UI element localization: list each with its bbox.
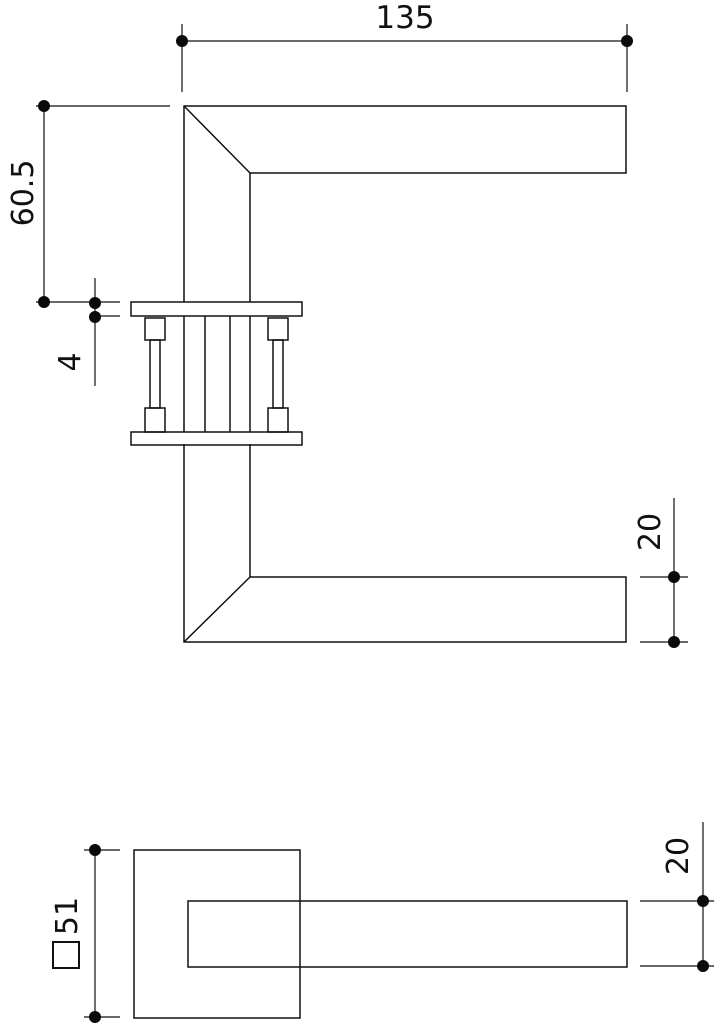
dim-605-dot-top: [38, 100, 50, 112]
dim-20a-dot-top: [668, 571, 680, 583]
dimension-rose-size: [84, 849, 120, 1018]
upper-lever-outline: [183, 105, 627, 302]
dim-20a-dot-bottom: [668, 636, 680, 648]
lower-lever: [183, 444, 627, 643]
left-post: [149, 339, 161, 409]
right-post: [272, 339, 284, 409]
right-post-cap-top: [267, 317, 289, 341]
dim-135-dot-right: [621, 35, 633, 47]
lower-lever-miter: [183, 576, 251, 643]
dim-4-label: 4: [53, 352, 88, 371]
dim-4-dot-top: [89, 297, 101, 309]
lower-lever-outline: [183, 444, 627, 643]
dim-51-label: 51: [50, 897, 85, 935]
dim-4-dot-bottom: [89, 311, 101, 323]
dim-605-dot-bottom: [38, 296, 50, 308]
upper-lever-miter: [183, 105, 251, 174]
square-section-icon: [52, 941, 80, 969]
left-post-cap-bottom: [144, 407, 166, 433]
dim-20b-dot-top: [697, 895, 709, 907]
lever-top-view: [187, 900, 628, 968]
upper-rose-plate: [130, 301, 303, 317]
dim-51-dot-bottom: [89, 1011, 101, 1023]
dim-51-dot-top: [89, 844, 101, 856]
top-view: [133, 849, 628, 1019]
upper-lever: [183, 105, 627, 302]
square-rose-plate: [133, 849, 301, 1019]
dim-20b-dot-bottom: [697, 960, 709, 972]
dim-20b-label: 20: [661, 837, 696, 875]
right-post-cap-bottom: [267, 407, 289, 433]
left-post-cap-top: [144, 317, 166, 341]
dim-605-label: 60.5: [6, 160, 41, 227]
dim-135-dot-left: [176, 35, 188, 47]
dim-135-label: 135: [375, 0, 434, 36]
dimension-handle-height: [36, 105, 170, 303]
dimension-rose-thickness: [90, 278, 120, 386]
rose-assembly: [130, 301, 303, 446]
lower-rose-plate: [130, 431, 303, 446]
dim-20a-label: 20: [633, 513, 668, 551]
